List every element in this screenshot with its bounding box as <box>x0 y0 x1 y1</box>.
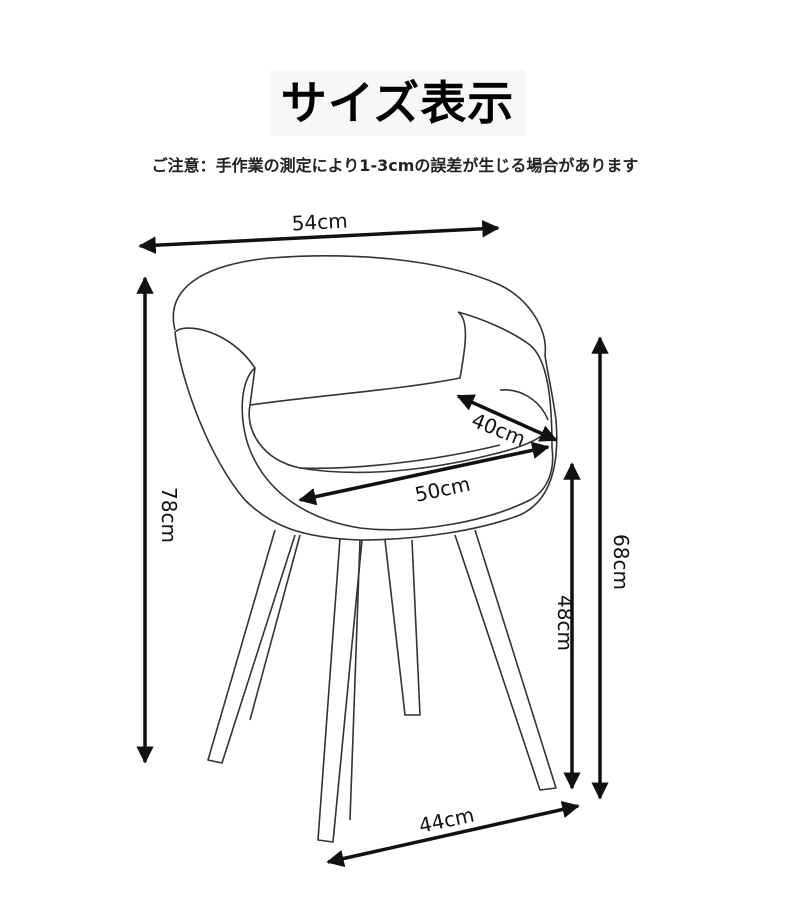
seat-width-label: 50cm <box>413 472 473 507</box>
chair-leg-front-middle <box>317 537 363 843</box>
seat-height-label: 48cm <box>553 595 577 651</box>
chair-leg-back-left <box>384 539 421 716</box>
chair-backrest-rim <box>172 255 547 356</box>
chair-illustration <box>172 255 558 843</box>
seat-width-arrow <box>298 441 550 506</box>
chair-backrest-inner <box>174 311 467 406</box>
page-title: サイズ表示 <box>280 76 515 130</box>
seat-depth-arrow <box>456 394 558 442</box>
chair-arm-left <box>241 367 554 531</box>
chair-leg-front-right <box>454 529 557 791</box>
total-height-label: 78cm <box>157 487 181 543</box>
measurement-note: ご注意：手作業の測定により1-3cmの誤差が生じる場合があります <box>151 156 639 175</box>
chair-leg-front-left <box>207 529 296 764</box>
leg-span-arrow <box>326 800 580 868</box>
width-arrow <box>138 220 500 254</box>
title-background <box>270 70 525 136</box>
width-label: 54cm <box>291 209 348 236</box>
arm-height-label: 68cm <box>609 534 633 590</box>
